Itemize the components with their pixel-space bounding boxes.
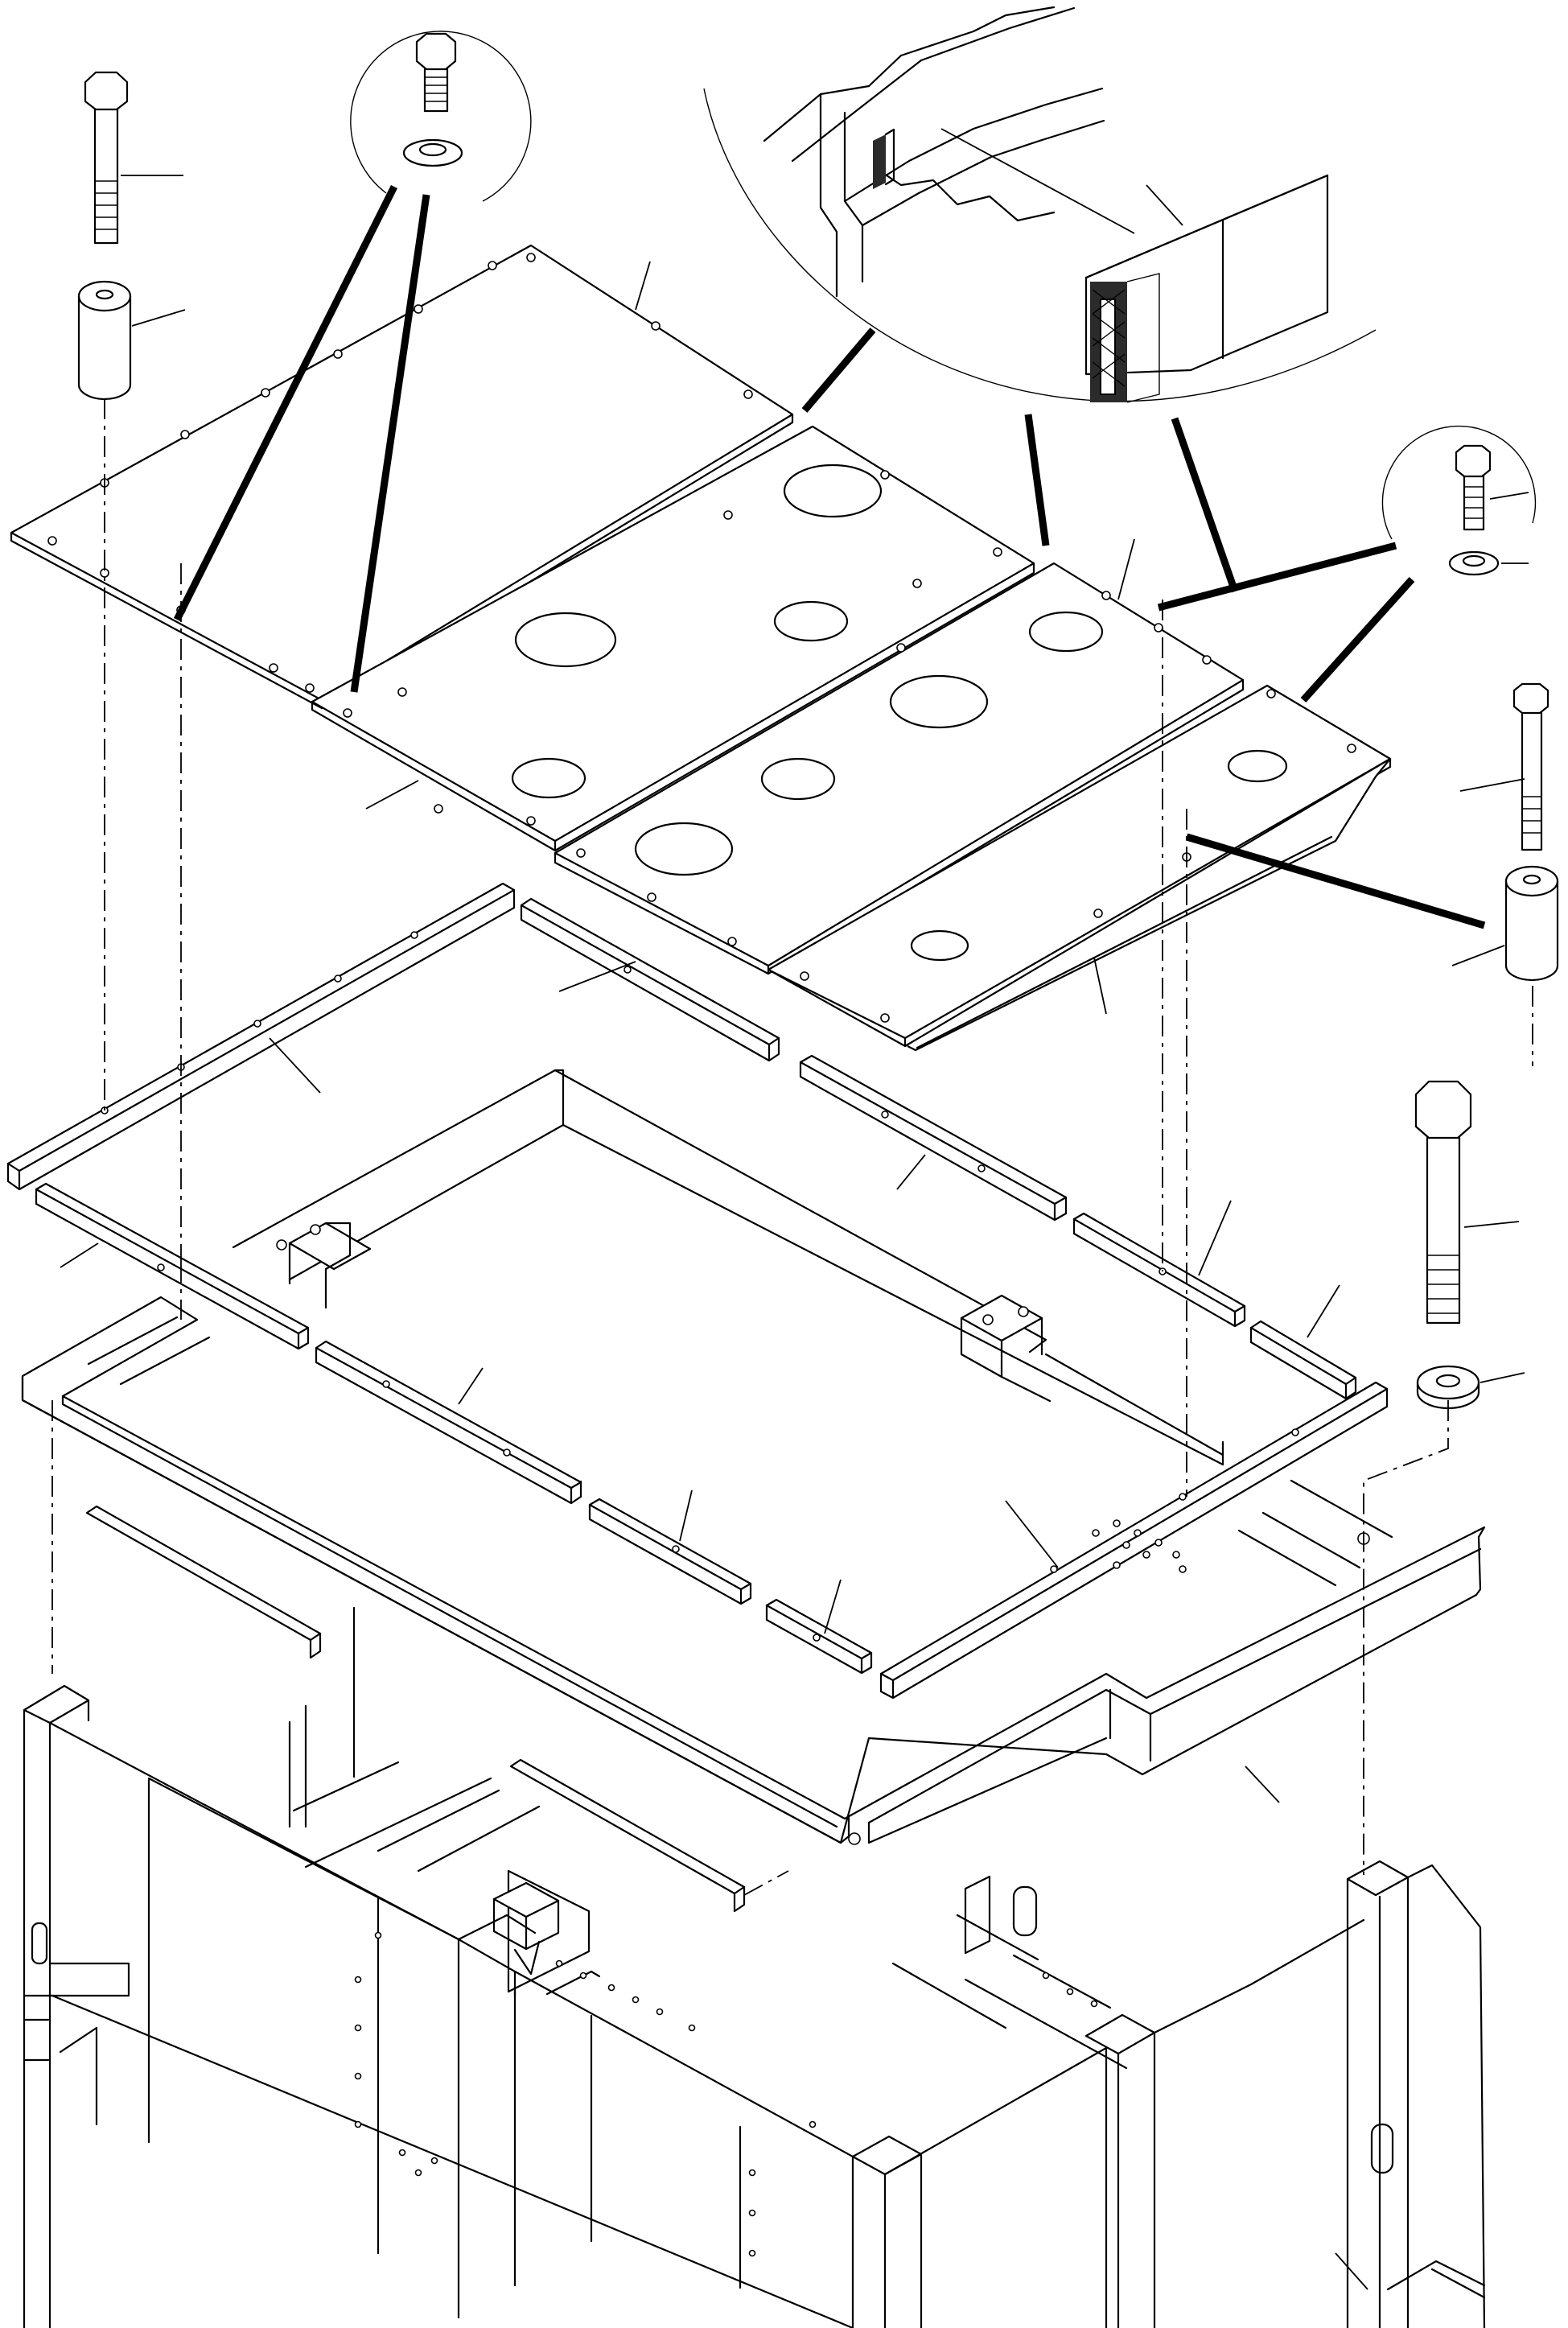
alignment-lines	[51, 398, 1533, 1875]
spacer-top-left	[77, 280, 186, 401]
cover-plate-4-sloped	[767, 684, 1392, 1052]
sub-frame	[21, 1296, 1486, 1913]
detail-circle-top-fastener	[350, 31, 532, 202]
washer-right-large	[1416, 1365, 1525, 1410]
detail-circle-seal-section	[703, 6, 1377, 403]
detail-leaders	[173, 184, 1486, 929]
bolt-right-middle	[1459, 682, 1549, 851]
spacer-right-middle	[1451, 865, 1559, 982]
cover-plate-2	[311, 425, 1035, 852]
bolt-right-large	[1414, 1080, 1520, 1325]
bolt-top-left	[84, 71, 183, 245]
cover-plate-1	[10, 244, 794, 710]
lower-cabinet	[23, 1606, 1486, 2328]
cover-plate-3	[554, 538, 1245, 975]
inner-frame	[232, 1069, 1224, 1466]
detail-circle-right-fastener	[1381, 425, 1537, 576]
support-bars	[6, 882, 1389, 1700]
